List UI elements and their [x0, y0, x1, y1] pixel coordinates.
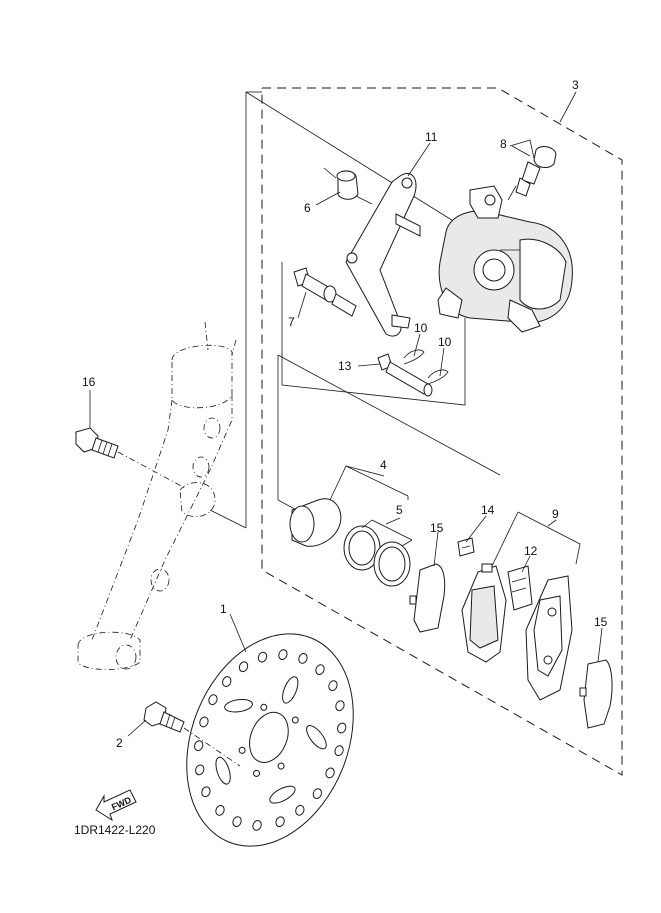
callout-2: 2 — [116, 736, 123, 750]
callout-13: 13 — [338, 359, 352, 373]
leader-lines — [89, 91, 603, 737]
pad-pin-13 — [377, 353, 433, 397]
callout-6: 6 — [304, 201, 311, 215]
seals-5 — [343, 525, 411, 587]
disc-slots — [215, 676, 327, 804]
retainer-12 — [507, 565, 533, 611]
callout-12: 12 — [524, 544, 538, 558]
shim-15-right — [579, 659, 613, 729]
callout-14: 14 — [481, 503, 495, 517]
bleed-screw-8 — [507, 139, 557, 201]
slide-pin-7 — [293, 267, 357, 317]
bolt-16 — [75, 427, 186, 489]
caliper-body — [437, 185, 573, 333]
callout-1: 1 — [220, 602, 227, 616]
callout-5: 5 — [396, 503, 403, 517]
clip-10b — [427, 369, 449, 385]
callout-labels: 1 2 3 4 5 6 7 8 9 10 10 11 12 13 14 15 1… — [82, 78, 608, 750]
fwd-arrow-icon: FWD — [95, 789, 137, 822]
disc-holes — [194, 649, 347, 831]
callout-15a: 15 — [430, 521, 444, 535]
front-fork-outline — [77, 321, 237, 670]
callout-15b: 15 — [594, 615, 608, 629]
callout-7: 7 — [288, 315, 295, 329]
disc-bolt-2 — [143, 701, 241, 767]
bracket-frame — [281, 262, 466, 406]
shim-15-left — [409, 563, 446, 633]
callout-9: 9 — [552, 507, 559, 521]
caliper-assembly-boundary — [261, 87, 623, 776]
brake-pad-9b — [525, 575, 573, 701]
callout-16: 16 — [82, 375, 96, 389]
caliper-bracket-11 — [345, 173, 421, 337]
callout-11: 11 — [425, 130, 438, 144]
brake-pad-9a — [461, 563, 507, 663]
clip-10a — [403, 349, 425, 365]
callout-4: 4 — [380, 458, 387, 472]
callout-8: 8 — [500, 137, 507, 151]
piston-4 — [289, 498, 342, 547]
callout-3: 3 — [572, 78, 579, 92]
callout-10a: 10 — [414, 321, 428, 335]
spring-clip-14 — [457, 537, 475, 557]
callout-10b: 10 — [438, 335, 452, 349]
drawing-code: 1DR1422-L220 — [74, 823, 156, 837]
brake-disc-1 — [186, 633, 354, 847]
sleeve-6 — [323, 167, 373, 205]
